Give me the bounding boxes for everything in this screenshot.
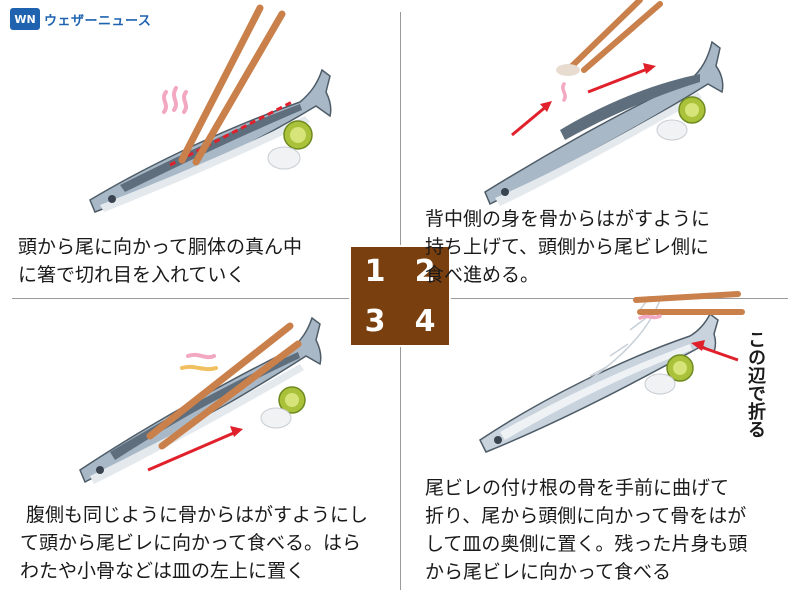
- steam-icon-1: [162, 86, 188, 114]
- chopsticks-icon-3: [146, 322, 302, 450]
- svg-text:WN: WN: [14, 13, 35, 26]
- step-number-2: 2: [401, 247, 449, 295]
- caption-line: 背中側の身を骨からはがすように: [425, 208, 711, 230]
- lime-illustration-1: [283, 120, 313, 150]
- chopsticks-icon-1: [178, 4, 286, 166]
- fish-illustration-4: [479, 312, 719, 453]
- arrow-icon-4: [691, 340, 739, 362]
- lime-illustration-4: [666, 354, 694, 382]
- step-number-1: 1: [351, 247, 399, 295]
- caption-line: に箸で切れ目を入れていく: [18, 264, 246, 286]
- steam-icon-4: [638, 314, 662, 320]
- caption-line: て頭から尾ビレに向かって食べる。はら: [20, 532, 362, 554]
- arrow-icon-3: [147, 426, 243, 472]
- radish-illustration-4: [644, 373, 676, 395]
- lime-illustration-2: [678, 96, 706, 124]
- step-3-caption: 腹側も同じように骨からはがすようにし て頭から尾ビレに向かって食べる。はら わた…: [20, 501, 368, 585]
- step-number-3: 3: [351, 297, 399, 345]
- step-2-caption: 背中側の身を骨からはがすように 持ち上げて、頭側から尾ビレ側に 食べ進める。: [425, 205, 710, 289]
- fold-here-label: この辺で折る: [745, 330, 766, 438]
- chopsticks-icon-4: [633, 291, 745, 315]
- steam-icon-3: [180, 352, 218, 372]
- radish-illustration-2: [656, 119, 688, 141]
- brand-logo: WN ウェザーニュース: [10, 8, 151, 30]
- caption-line: して皿の奥側に置く。残った片身も頭: [425, 533, 748, 555]
- radish-illustration-1: [267, 146, 301, 170]
- step-1-caption: 頭から尾に向かって胴体の真ん中 に箸で切れ目を入れていく: [18, 233, 302, 289]
- lime-illustration-3: [278, 386, 306, 414]
- step-number-4: 4: [401, 297, 449, 345]
- steam-icon-2: [561, 82, 567, 102]
- arrow-icon-2a: [511, 101, 552, 137]
- arrow-icon-2b: [587, 63, 656, 94]
- fish-illustration-2: [484, 40, 724, 206]
- caption-line: 腹側も同じように骨からはがすようにし: [20, 504, 369, 526]
- weathernews-logo-icon: WN: [10, 8, 40, 30]
- caption-line: 折り、尾から頭側に向かって骨をはが: [425, 505, 747, 527]
- caption-line: 食べ進める。: [425, 264, 540, 286]
- caption-line: わたや小骨などは皿の左上に置く: [20, 560, 306, 582]
- chopsticks-icon-2: [556, 0, 663, 76]
- caption-line: 尾ビレの付け根の骨を手前に曲げて: [425, 477, 730, 499]
- caption-line: 持ち上げて、頭側から尾ビレ側に: [425, 236, 710, 258]
- step-4-caption: 尾ビレの付け根の骨を手前に曲げて 折り、尾から頭側に向かって骨をはが して皿の奥…: [425, 474, 747, 586]
- caption-line: から尾ビレに向かって食べる: [425, 561, 672, 583]
- step-number-grid: 1 2 3 4: [349, 245, 451, 347]
- brand-name: ウェザーニュース: [44, 13, 152, 29]
- caption-line: 頭から尾に向かって胴体の真ん中: [18, 236, 303, 258]
- radish-illustration-3: [260, 407, 292, 429]
